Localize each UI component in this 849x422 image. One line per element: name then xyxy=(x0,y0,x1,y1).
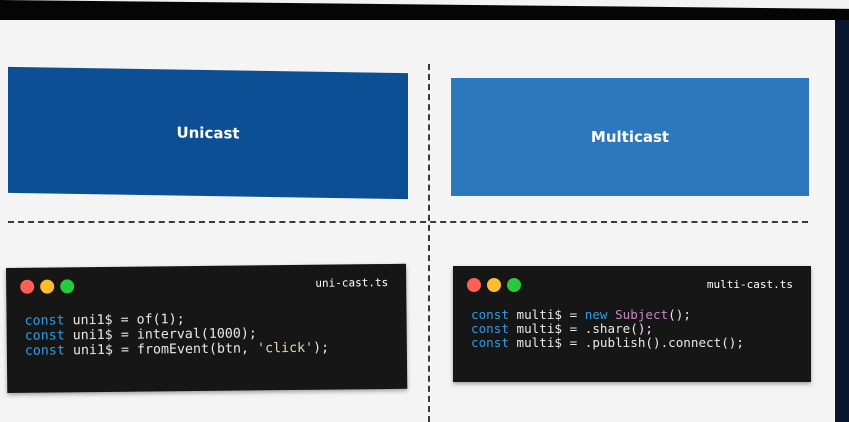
maximize-dot-icon xyxy=(507,278,521,292)
code-line: const uni1$ = fromEvent(btn, 'click'); xyxy=(24,340,330,359)
unicast-label: Unicast xyxy=(176,123,240,143)
minimize-dot-icon xyxy=(40,279,55,294)
unicast-box: Unicast xyxy=(8,66,408,200)
minimize-dot-icon xyxy=(487,278,501,292)
code-line: const multi$ = .publish().connect(); xyxy=(471,335,744,350)
unicast-code-window: uni-cast.ts const uni1$ = of(1);const un… xyxy=(6,263,408,393)
window-controls xyxy=(467,278,521,292)
multicast-label: Multicast xyxy=(590,128,670,146)
multicast-code: const multi$ = new Subject();const multi… xyxy=(471,308,744,350)
vertical-dashed-divider xyxy=(428,64,430,422)
maximize-dot-icon xyxy=(60,279,75,294)
multicast-filename: multi-cast.ts xyxy=(706,278,793,291)
window-controls xyxy=(20,279,75,294)
multicast-code-window: multi-cast.ts const multi$ = new Subject… xyxy=(453,266,811,382)
right-edge-dark xyxy=(835,20,849,422)
close-dot-icon xyxy=(467,278,481,292)
code-line: const multi$ = new Subject(); xyxy=(471,307,691,322)
close-dot-icon xyxy=(20,279,35,294)
unicast-filename: uni-cast.ts xyxy=(315,275,389,290)
horizontal-dashed-divider xyxy=(8,221,808,223)
unicast-code: const uni1$ = of(1);const uni1$ = interv… xyxy=(24,311,329,359)
code-line: const multi$ = .share(); xyxy=(471,321,653,336)
multicast-box: Multicast xyxy=(451,78,809,196)
